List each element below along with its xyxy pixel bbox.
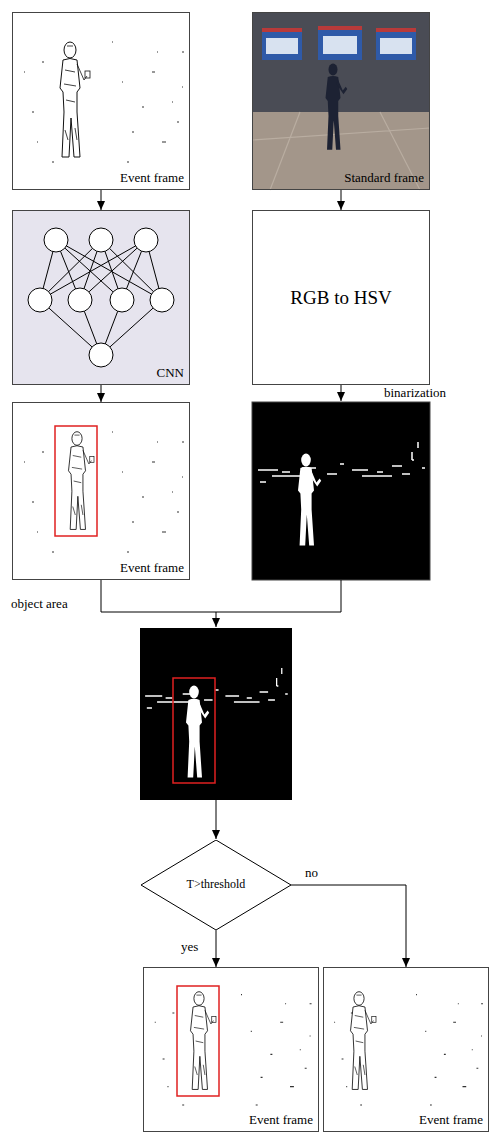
event-frame-box: Event frame [323,967,489,1132]
event-frame-yes [155,986,312,1105]
drawing-part [351,992,377,1090]
drawing-part [216,612,217,627]
drawing-part [186,686,209,778]
node-text: T>threshold [187,878,246,892]
flow-arrow [101,190,102,210]
drawing-part [262,32,302,60]
flow-arrow [291,885,406,967]
drawing-part [60,42,90,157]
drawing-part [173,678,215,783]
drawing-part [110,288,134,312]
drawing-part [155,995,312,1105]
drawing-part [68,288,92,312]
drawing-part [216,800,217,839]
event-frame-box: Event frame [12,12,190,190]
drawing-part [191,992,217,1090]
flow-arrow [341,190,342,210]
drawing-part [40,240,162,355]
flow-label: object area [10,597,69,612]
flow-wires [101,385,341,839]
drawing-part [252,402,430,580]
drawing-part [12,210,190,385]
event-frame-box: Event frame [143,967,319,1132]
flow-arrow [216,930,217,967]
drawing-part [323,36,357,54]
standard-frame-box: Standard frame [252,12,430,190]
drawing-part [252,112,430,190]
drawing-part [334,995,483,1105]
standard-frame-photo [252,12,430,190]
drawing-part [101,580,341,612]
drawing-part [262,28,302,32]
event-frame-picture [24,42,184,162]
drawing-part [134,228,158,252]
drawing-part [380,38,412,54]
node-text: Standard frame [344,171,424,186]
node-text: RGB to HSV [290,287,391,309]
drawing-part [28,228,174,367]
drawing-part [318,30,362,60]
drawing-part [24,42,184,162]
drawing-part [252,112,430,190]
node-text: Event frame [120,171,184,186]
decision-diamond: T>threshold [141,840,291,930]
node-text: Event frame [249,1113,313,1128]
node-text: Event frame [419,1113,483,1128]
object-area-image [140,628,292,800]
drawing-part [140,628,292,800]
event-frame-box: Event frame [12,402,190,580]
edge-label: no [304,866,319,881]
node-text: CNN [157,366,184,381]
node-text: Event frame [120,561,184,576]
drawing-part [298,454,321,546]
drawing-part [318,26,362,30]
binarized-image [252,402,430,580]
event-frame-detected [24,426,184,552]
flow-arrow [101,385,102,402]
drawing-part [326,64,348,150]
drawing-part [150,288,174,312]
edge-label: yes [180,940,199,955]
process-box: RGB to HSV [252,210,430,385]
drawing-part [44,228,68,252]
drawing-part [69,432,95,530]
drawing-part [258,442,425,482]
drawing-part [376,28,416,32]
drawing-part [89,343,113,367]
drawing-part [341,385,342,401]
flow-label: binarization [383,386,447,401]
drawing-part [55,426,97,536]
drawing-part [177,986,219,1096]
drawing-part [24,432,184,552]
drawing-part [266,38,298,54]
drawing-part [40,240,162,355]
drawing-part [376,32,416,60]
drawing-part [252,12,430,112]
drawing-part [145,668,288,708]
diamond-shape [141,840,291,930]
event-frame-no [334,992,483,1105]
drawing-part [89,228,113,252]
cnn-network [12,210,190,385]
drawing-part [28,288,52,312]
cnn-box: CNN [12,210,190,385]
